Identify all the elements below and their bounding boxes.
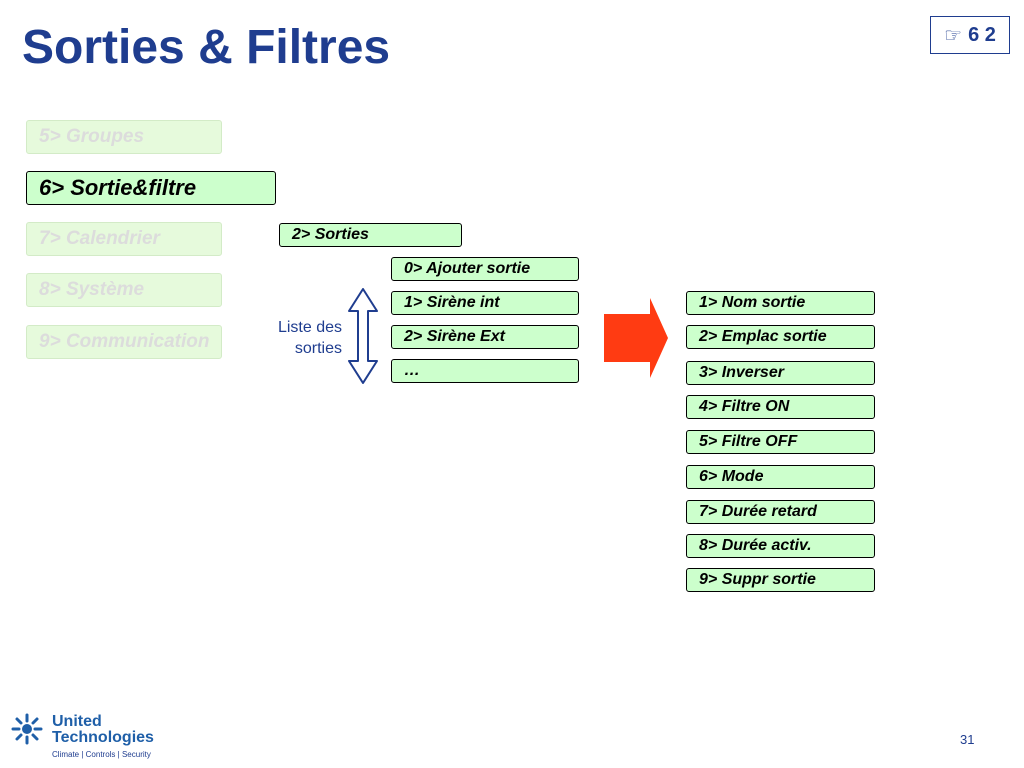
- option-item-duree-activ[interactable]: 8> Durée activ.: [686, 534, 875, 558]
- menu-item-label: 9> Communication: [39, 331, 210, 352]
- reference-number: 6 2: [968, 23, 996, 46]
- menu-item-label: 6> Sortie&filtre: [39, 175, 197, 200]
- submenu-sorties[interactable]: 2> Sorties: [279, 223, 462, 247]
- option-item-label: 3> Inverser: [699, 364, 784, 381]
- option-item-label: 1> Nom sortie: [699, 294, 806, 311]
- menu-item-calendrier[interactable]: 7> Calendrier: [26, 222, 222, 256]
- output-item-label: 1> Sirène int: [404, 294, 500, 311]
- reference-box: ☞ 6 2: [930, 16, 1010, 54]
- output-item-siren-ext[interactable]: 2> Sirène Ext: [391, 325, 579, 349]
- right-arrow-icon: [604, 298, 668, 378]
- option-item-label: 7> Durée retard: [699, 503, 817, 520]
- menu-item-label: 5> Groupes: [39, 126, 145, 147]
- option-item-nom-sortie[interactable]: 1> Nom sortie: [686, 291, 875, 315]
- menu-item-groupes[interactable]: 5> Groupes: [26, 120, 222, 154]
- page-number: 31: [960, 732, 975, 747]
- output-item-add[interactable]: 0> Ajouter sortie: [391, 257, 579, 281]
- option-item-emplac-sortie[interactable]: 2> Emplac sortie: [686, 325, 875, 349]
- option-item-mode[interactable]: 6> Mode: [686, 465, 875, 489]
- option-item-label: 4> Filtre ON: [699, 398, 790, 415]
- slide-title: Sorties & Filtres: [22, 21, 391, 74]
- output-item-more[interactable]: …: [391, 359, 579, 383]
- menu-item-communication[interactable]: 9> Communication: [26, 325, 222, 359]
- pointing-hand-icon: ☞: [944, 24, 963, 47]
- menu-item-sortie-filtre[interactable]: 6> Sortie&filtre: [26, 171, 276, 205]
- united-technologies-logo-icon: [11, 713, 43, 745]
- option-item-inverser[interactable]: 3> Inverser: [686, 361, 875, 385]
- menu-item-label: 8> Système: [39, 279, 145, 300]
- output-item-label: 0> Ajouter sortie: [404, 260, 531, 277]
- submenu-label: 2> Sorties: [292, 226, 369, 243]
- menu-item-systeme[interactable]: 8> Système: [26, 273, 222, 307]
- output-item-label: 2> Sirène Ext: [404, 328, 505, 345]
- output-item-siren-int[interactable]: 1> Sirène int: [391, 291, 579, 315]
- outputs-list-label: Liste des sorties: [258, 317, 342, 359]
- option-item-label: 5> Filtre OFF: [699, 433, 798, 450]
- option-item-duree-retard[interactable]: 7> Durée retard: [686, 500, 875, 524]
- option-item-label: 6> Mode: [699, 468, 764, 485]
- option-item-label: 8> Durée activ.: [699, 537, 812, 554]
- double-vertical-arrow-icon: [348, 288, 378, 384]
- menu-item-label: 7> Calendrier: [39, 228, 160, 249]
- outputs-list-label-line2: sorties: [294, 340, 342, 357]
- option-item-label: 9> Suppr sortie: [699, 571, 816, 588]
- logo-tagline: Climate | Controls | Security: [52, 750, 151, 759]
- logo-text-united: United: [52, 713, 102, 730]
- option-item-suppr-sortie[interactable]: 9> Suppr sortie: [686, 568, 875, 592]
- option-item-filtre-on[interactable]: 4> Filtre ON: [686, 395, 875, 419]
- option-item-label: 2> Emplac sortie: [699, 328, 827, 345]
- outputs-list-label-line1: Liste des: [277, 319, 342, 336]
- option-item-filtre-off[interactable]: 5> Filtre OFF: [686, 430, 875, 454]
- logo-text-technologies: Technologies: [52, 729, 154, 746]
- output-item-label: …: [404, 362, 420, 379]
